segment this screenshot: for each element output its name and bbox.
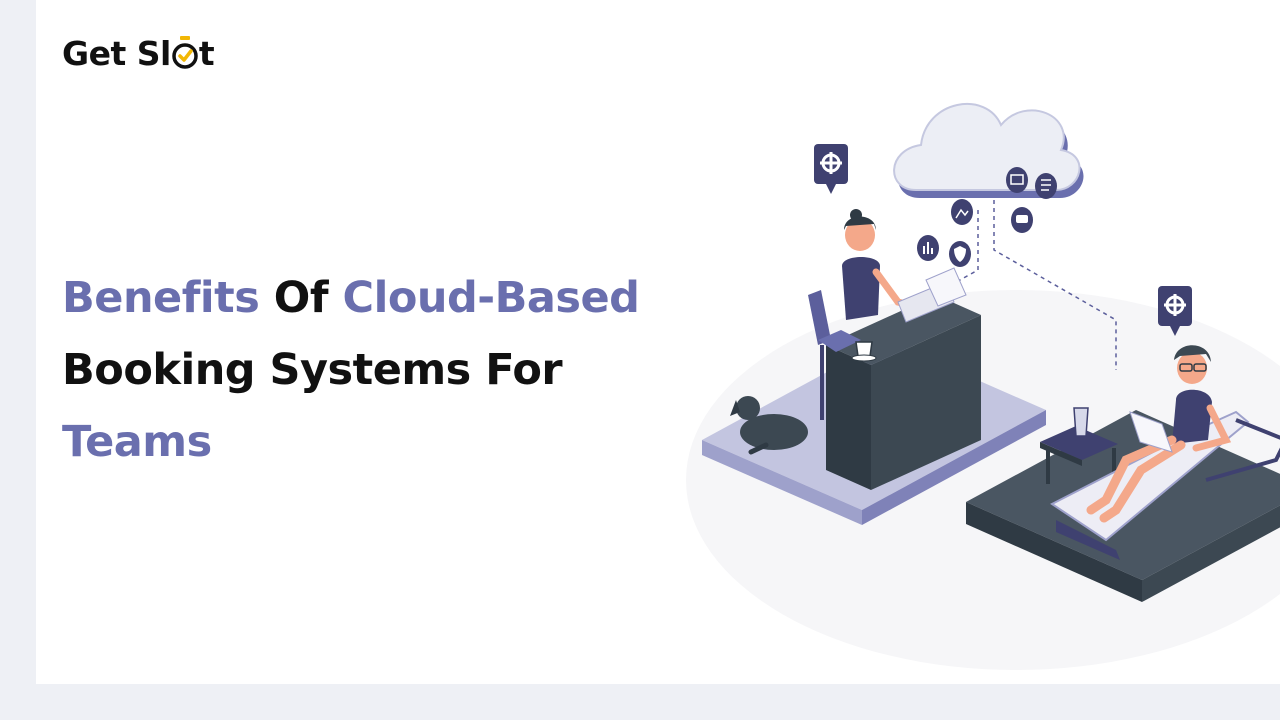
cloud-icon (893, 103, 1084, 198)
mail-icon (1006, 167, 1028, 193)
headline-line-2: Booking Systems For (62, 345, 563, 395)
remote-work-illustration (686, 103, 1280, 670)
hero-card: Get Sl t Benefits Of Cloud-Based Booking… (36, 0, 1280, 684)
side-table (1040, 426, 1118, 484)
gear-icon (1158, 286, 1192, 336)
headline-line-1: Benefits Of Cloud-Based (62, 262, 702, 334)
man-figure (1086, 345, 1232, 523)
headline-word-of: Of (273, 273, 329, 323)
page-title: Benefits Of Cloud-Based Booking Systems … (62, 262, 702, 478)
headline-word-benefits: Benefits (62, 273, 260, 323)
dog-figure (730, 396, 808, 455)
brand-name-part2: t (198, 34, 215, 73)
glass-icon (1073, 407, 1089, 437)
laptop-icon (1129, 411, 1173, 453)
laptop-icon (897, 267, 967, 323)
shield-icon (949, 241, 971, 267)
gear-icon (814, 144, 848, 194)
brand-logo[interactable]: Get Sl t (62, 34, 215, 73)
headline-line-3: Teams (62, 417, 212, 467)
image-icon (951, 199, 973, 225)
chair (808, 290, 861, 420)
chart-icon (917, 235, 939, 261)
brand-name-part1: Get Sl (62, 34, 171, 73)
coffee-cup-icon (851, 341, 877, 362)
chat-icon (1011, 207, 1033, 233)
headline-word-cloud-based: Cloud-Based (342, 273, 640, 323)
clock-check-icon (172, 36, 198, 70)
document-icon (1035, 173, 1057, 199)
